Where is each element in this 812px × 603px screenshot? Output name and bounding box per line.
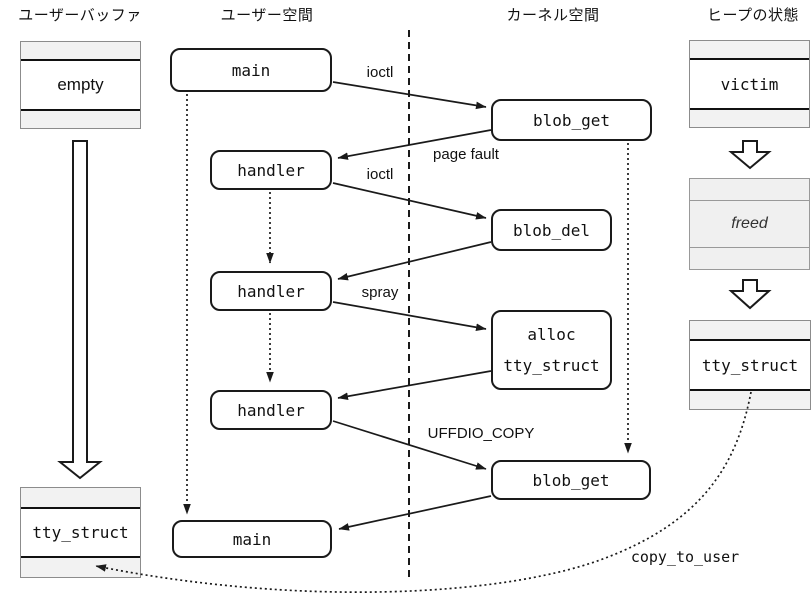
heap-freed-box: freed — [689, 178, 810, 270]
header-kernel-space: カーネル空間 — [506, 7, 600, 24]
block-arrow-buffer-down-icon — [57, 140, 103, 480]
heap-freed-label: freed — [690, 200, 809, 248]
node-handler-1: handler — [210, 150, 332, 190]
header-heap-state: ヒープの状態 — [706, 7, 800, 24]
stack-stripe — [690, 110, 809, 127]
user-buffer-empty-label: empty — [21, 59, 140, 111]
arrow-ioctl-main-to-blob-get — [332, 81, 487, 110]
label-copy-to-user: copy_to_user — [630, 548, 740, 566]
node-main-bottom: main — [172, 520, 332, 558]
stack-stripe — [690, 41, 809, 58]
label-ioctl-top: ioctl — [366, 64, 394, 81]
alloc-tty-struct-label: tty_struct — [503, 356, 600, 376]
label-page-fault: page fault — [433, 146, 499, 163]
stack-stripe — [21, 111, 140, 128]
stack-stripe — [690, 391, 810, 409]
block-arrow-victim-to-freed-icon — [728, 140, 772, 170]
block-arrow-freed-to-tty-icon — [728, 279, 772, 310]
arrow-spray-handler-to-alloc — [332, 301, 487, 332]
alloc-label: alloc — [527, 324, 576, 344]
stack-stripe — [21, 488, 140, 507]
stack-stripe — [21, 558, 140, 577]
stack-stripe — [21, 42, 140, 59]
user-buffer-empty-box: empty — [20, 41, 141, 129]
heap-tty-struct-box: tty_struct — [689, 320, 811, 410]
arrow-alloc-to-handler — [337, 370, 492, 401]
label-ioctl-second: ioctl — [366, 166, 394, 183]
arrow-blob-get-to-main — [338, 495, 492, 531]
stack-stripe — [690, 179, 809, 200]
node-main-top: main — [170, 48, 332, 92]
node-handler-3: handler — [210, 390, 332, 430]
header-user-space: ユーザー空間 — [220, 7, 314, 24]
node-blob-del: blob_del — [491, 209, 612, 251]
heap-tty-struct-label: tty_struct — [690, 339, 810, 391]
node-alloc-tty-struct: alloc tty_struct — [491, 310, 612, 390]
heap-victim-box: victim — [689, 40, 810, 128]
heap-victim-label: victim — [690, 58, 809, 110]
header-user-buffer: ユーザーバッファ — [18, 7, 142, 24]
user-buffer-tty-struct-label: tty_struct — [21, 507, 140, 558]
user-buffer-tty-struct-box: tty_struct — [20, 487, 141, 578]
arrow-blob-del-to-handler — [337, 241, 492, 281]
label-spray: spray — [361, 284, 399, 301]
stack-stripe — [690, 321, 810, 339]
stack-stripe — [690, 248, 809, 269]
arrow-ioctl-handler-to-blob-del — [332, 182, 487, 220]
node-blob-get-top: blob_get — [491, 99, 652, 141]
node-handler-2: handler — [210, 271, 332, 311]
label-uffdio-copy: UFFDIO_COPY — [427, 425, 535, 442]
node-blob-get-bottom: blob_get — [491, 460, 651, 500]
